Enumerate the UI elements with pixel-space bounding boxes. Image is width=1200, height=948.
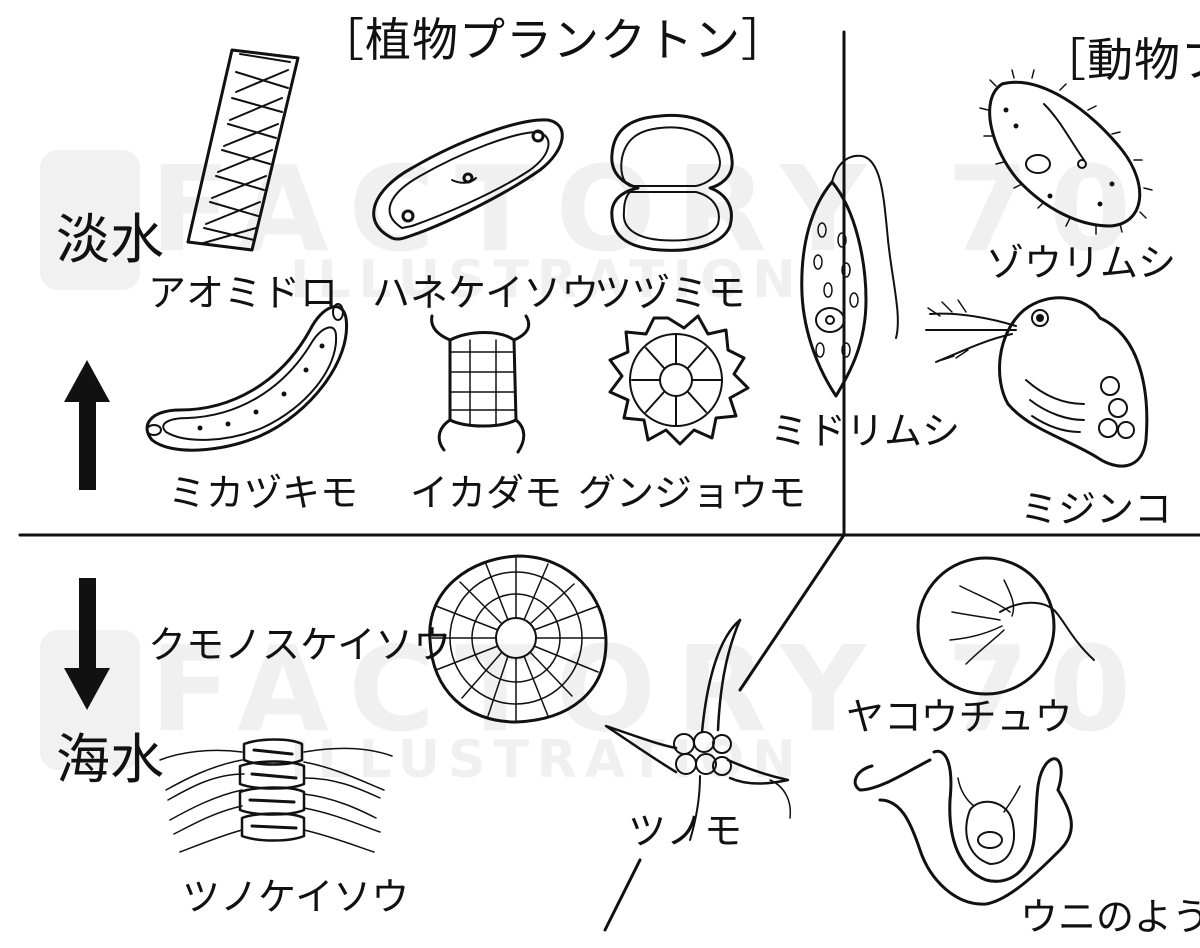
label-kumonosukeisou: クモノスケイソウ xyxy=(148,623,452,667)
header-phytoplankton: ［植物プランクトン］ xyxy=(318,13,788,67)
uni-larva-illustration xyxy=(853,749,1073,906)
ikadamo-illustration xyxy=(430,314,531,454)
yakouchuu-illustration xyxy=(916,556,1095,696)
kumonosukeisou-illustration xyxy=(428,554,608,724)
label-yakouchuu: ヤコウチュウ xyxy=(846,695,1073,739)
label-seawater: 海水 xyxy=(56,728,164,791)
mijinko-illustration xyxy=(925,296,1149,468)
tsunokeisou-illustration xyxy=(159,738,393,853)
label-hanekeisou: ハネケイソウ xyxy=(372,271,600,315)
gunjoumo-illustration xyxy=(608,314,750,446)
label-gunjoumo: グンジョウモ xyxy=(578,471,807,515)
down-arrow-icon xyxy=(64,578,110,710)
label-freshwater: 淡水 xyxy=(56,208,164,271)
diagonal-divider-lower xyxy=(603,858,642,932)
label-zourimushi: ゾウリムシ xyxy=(986,241,1177,285)
tsuzumimo-illustration xyxy=(610,113,734,252)
hanekeisou-illustration xyxy=(372,118,564,241)
label-tsunokeisou: ツノケイソウ xyxy=(182,875,410,919)
up-arrow-icon xyxy=(64,360,110,490)
label-ikadamo: イカダモ xyxy=(410,471,563,515)
mikazukimo-illustration xyxy=(145,303,349,452)
midorimushi-illustration xyxy=(800,154,899,398)
aomidoro-illustration xyxy=(186,48,300,252)
label-tsunomo: ツノモ xyxy=(628,809,743,853)
diagonal-divider-upper xyxy=(738,533,846,692)
header-zooplankton: ［動物プ xyxy=(1040,33,1200,87)
zourimushi-illustration xyxy=(979,69,1153,235)
label-aomidoro: アオミドロ xyxy=(148,271,339,315)
label-mijinko: ミジンコ xyxy=(1020,487,1173,531)
label-tsuzumimo: ツヅミモ xyxy=(594,271,747,315)
tsunomo-illustration xyxy=(604,618,792,841)
label-mikazukimo: ミカヅキモ xyxy=(168,471,359,515)
label-midorimushi: ミドリムシ xyxy=(770,409,961,453)
label-uni-larva: ウニのよう生 xyxy=(1020,895,1200,939)
